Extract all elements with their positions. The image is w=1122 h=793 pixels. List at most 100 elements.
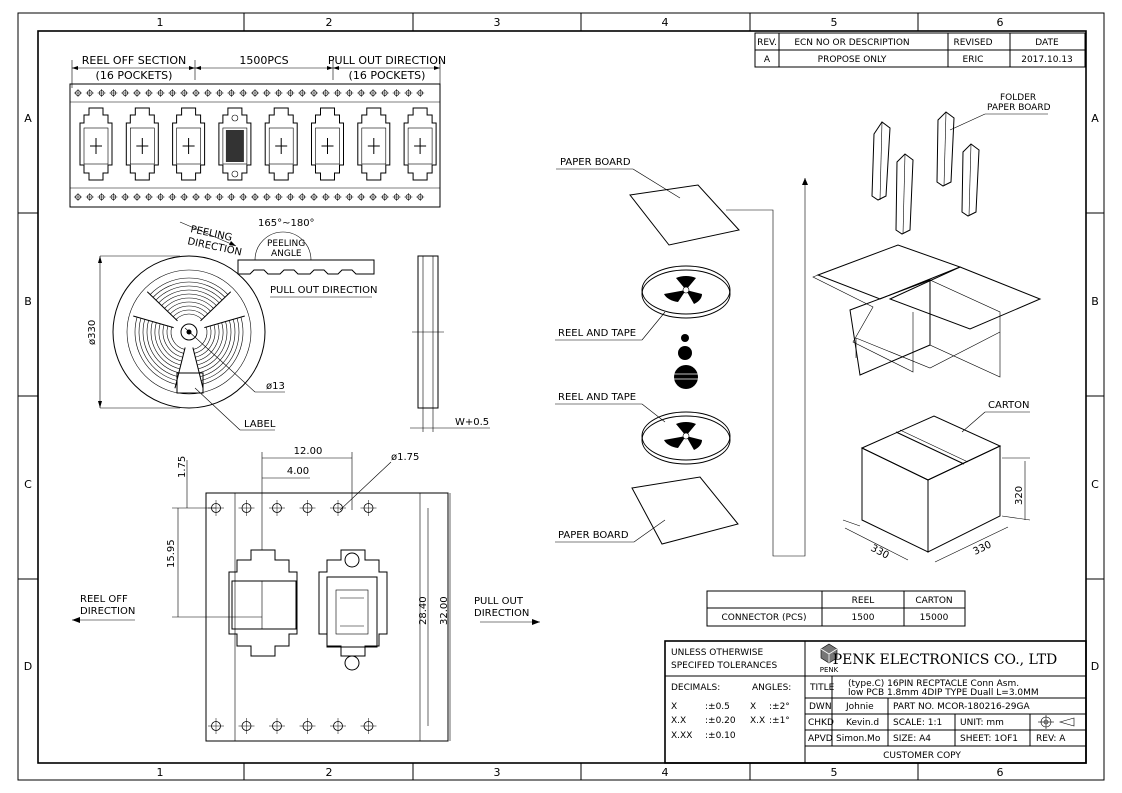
angles-label: ANGLES: (752, 683, 791, 693)
col-label-1-bottom: 1 (157, 766, 164, 779)
reel-off-pockets-label: (16 POCKETS) (96, 69, 173, 82)
reel-side-view: PEELING DIRECTION 165°~180° PEELING ANGL… (87, 218, 490, 432)
carton-dim-320: 320 (1014, 486, 1025, 505)
projection-symbol-icon (1038, 715, 1075, 729)
carton-dim-330-b: 330 (971, 539, 993, 557)
zone-ticks (18, 13, 1104, 780)
row-label-a: A (24, 112, 32, 125)
pocket-detail-view: 12.00 4.00 ø1.75 1.75 15.95 28.40 32.00 (72, 446, 540, 742)
dim-12: 12.00 (294, 446, 323, 457)
qty-reel-header: REEL (852, 596, 875, 606)
pocket (403, 107, 437, 181)
col-label-3-bottom: 3 (494, 766, 501, 779)
unit: UNIT: mm (960, 718, 1004, 728)
rev: REV: A (1036, 734, 1066, 744)
carton-dim-330-a: 330 (869, 543, 891, 562)
pull-out-direction-detail: PULL OUT (474, 596, 524, 607)
ang-xx-key: X.X (750, 716, 765, 726)
apvd-label: APVD (808, 734, 833, 744)
pull-out-direction-label: PULL OUT DIRECTION (328, 54, 446, 67)
hole-diameter: ø1.75 (391, 452, 419, 463)
pocket-left (228, 549, 298, 657)
sprocket-holes (74, 89, 425, 201)
detail-sprocket-holes (208, 500, 377, 734)
pocket-right (318, 549, 388, 671)
qty-carton-value: 15000 (920, 613, 949, 623)
customer-copy: CUSTOMER COPY (883, 751, 961, 761)
reel-and-tape-1-label: REEL AND TAPE (558, 328, 636, 339)
tol-xxx-val: :±0.10 (705, 731, 736, 741)
revised-header: REVISED (953, 38, 992, 48)
sheet: SHEET: 1OF1 (960, 734, 1018, 744)
dwn-name: Johnie (845, 702, 874, 712)
pocket (264, 107, 298, 181)
dim-32: 32.00 (439, 596, 450, 625)
apvd-name: Simon.Mo (836, 734, 881, 744)
title-label: TITLE (809, 683, 835, 693)
dim-175: 1.75 (177, 456, 188, 478)
date-header: DATE (1035, 38, 1059, 48)
peeling-angle-range: 165°~180° (258, 218, 315, 229)
ecn-header: ECN NO OR DESCRIPTION (794, 38, 909, 48)
pull-out-direction-reel: PULL OUT DIRECTION (270, 285, 377, 296)
date-value: 2017.10.13 (1021, 55, 1073, 65)
tol-xx-val: :±0.20 (705, 716, 736, 726)
folder-label: FOLDER (1000, 93, 1036, 103)
col-label-2: 2 (326, 16, 333, 29)
logo-text: PENK (820, 666, 839, 674)
penk-logo-icon: PENK (820, 643, 839, 674)
packaging-view: PAPER BOARD REEL AND TAPE REEL AND TAPE … (555, 93, 1051, 563)
row-label-b-right: B (1091, 295, 1099, 308)
decimals-label: DECIMALS: (671, 683, 720, 693)
revised-value: ERIC (963, 55, 984, 65)
col-label-4: 4 (662, 16, 669, 29)
tol-xx-key: X.X (671, 716, 686, 726)
chkd-label: CHKD (808, 718, 834, 728)
tape-top-view: REEL OFF SECTION (16 POCKETS) 1500PCS PU… (69, 54, 446, 208)
company-name: PENK ELECTRONICS CO., LTD (833, 652, 1058, 668)
ang-x-val: :±2° (769, 702, 790, 712)
tol-x-val: :±0.5 (705, 702, 730, 712)
count-label: 1500PCS (239, 54, 288, 67)
dim-2840: 28.40 (418, 596, 429, 625)
width-dim: W+0.5 (455, 417, 489, 428)
pull-out-direction-detail-2: DIRECTION (474, 608, 529, 619)
ang-x-key: X (750, 702, 756, 712)
reel-off-direction-label-2: DIRECTION (80, 606, 135, 617)
paper-board-bottom-label: PAPER BOARD (558, 530, 629, 541)
row-label-a-right: A (1091, 112, 1099, 125)
qty-row-label: CONNECTOR (PCS) (722, 613, 807, 623)
pocket (218, 107, 252, 181)
size: SIZE: A4 (893, 734, 931, 744)
reel-and-tape-2-label: REEL AND TAPE (558, 392, 636, 403)
row-label-d-right: D (1091, 660, 1099, 673)
pocket (79, 107, 113, 181)
reel-off-direction-label: REEL OFF (80, 594, 128, 605)
dim-4: 4.00 (287, 466, 309, 477)
open-box (812, 244, 1042, 378)
pocket (311, 107, 344, 181)
dim-1595: 15.95 (166, 539, 177, 568)
hub-diameter: ø13 (266, 381, 285, 392)
qty-reel-value: 1500 (852, 613, 875, 623)
folder-label-2: PAPER BOARD (987, 103, 1051, 113)
col-label-6-bottom: 6 (997, 766, 1004, 779)
zone-labels: 1 2 3 4 5 6 1 2 3 4 5 6 A B C D A B C D (24, 16, 1099, 779)
title-text: (type.C) 16PIN RECPTACLE Conn Asm. (848, 679, 1019, 689)
revision-table: REV. ECN NO OR DESCRIPTION REVISED DATE … (754, 32, 1086, 68)
paper-board-top (629, 184, 740, 246)
col-label-2-bottom: 2 (326, 766, 333, 779)
pocket (172, 107, 206, 181)
tol-xxx-key: X.XX (671, 731, 692, 741)
rev-value: A (764, 55, 771, 65)
col-label-6: 6 (997, 16, 1004, 29)
carton (860, 415, 1002, 553)
row-label-c: C (24, 478, 32, 491)
peeling-angle-label: PEELING (267, 239, 305, 249)
paper-board-top-label: PAPER BOARD (560, 157, 631, 168)
title-block: UNLESS OTHERWISE SPECIFED TOLERANCES DEC… (664, 640, 1087, 764)
peeling-angle-label-2: ANGLE (271, 249, 302, 259)
scale: SCALE: 1:1 (893, 718, 942, 728)
col-label-3: 3 (494, 16, 501, 29)
